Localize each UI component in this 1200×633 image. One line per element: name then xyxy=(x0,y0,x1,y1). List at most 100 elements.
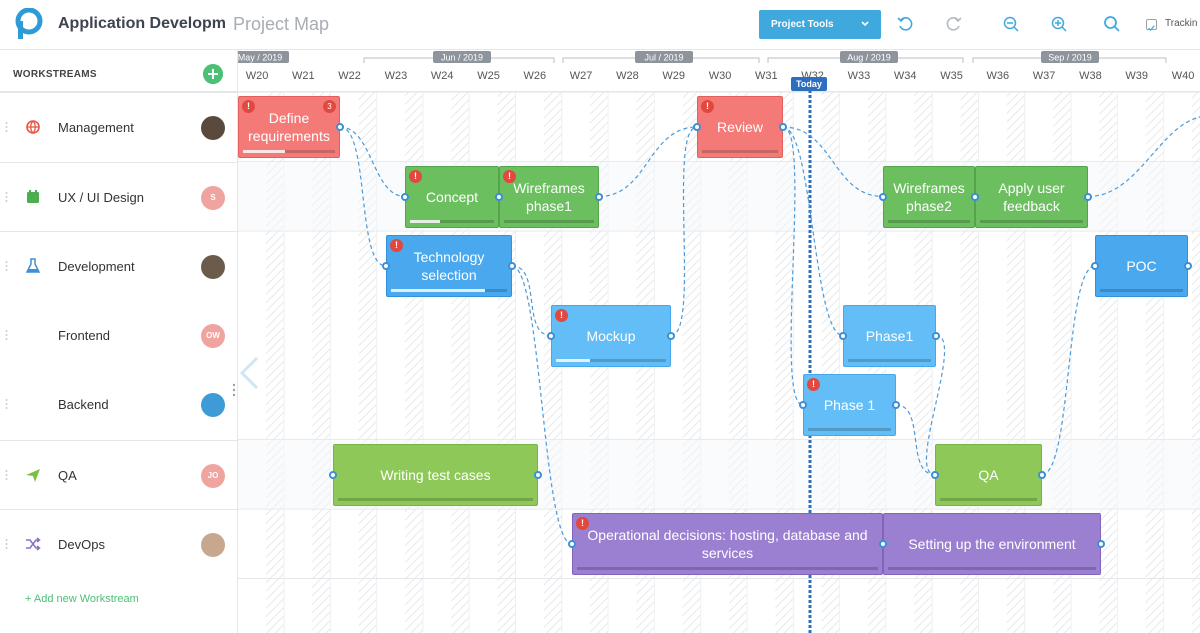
week-label: W37 xyxy=(1033,70,1056,82)
link-start-handle[interactable] xyxy=(839,331,847,340)
link-start-handle[interactable] xyxy=(495,192,503,201)
task-opdec[interactable]: Operational decisions: hosting, database… xyxy=(572,513,883,575)
link-start-handle[interactable] xyxy=(382,262,390,270)
link-end-handle[interactable] xyxy=(336,123,344,131)
project-title[interactable]: Application Developme... xyxy=(58,15,226,32)
task-feedback[interactable]: Apply user feedback xyxy=(975,165,1088,228)
avatar[interactable]: S xyxy=(201,185,225,210)
link-end-handle[interactable] xyxy=(779,123,787,131)
dependency-link xyxy=(782,126,844,337)
warning-icon[interactable]: ! xyxy=(555,308,568,322)
task-mockup[interactable]: Mockup! xyxy=(551,304,671,367)
task-wire1[interactable]: Wireframes phase1! xyxy=(499,165,599,228)
workstream-row-backend[interactable]: Backend xyxy=(0,370,238,440)
progress-track xyxy=(848,358,931,362)
warning-icon[interactable]: ! xyxy=(701,100,714,113)
link-start-handle[interactable] xyxy=(401,192,409,201)
link-start-handle[interactable] xyxy=(568,540,576,548)
drag-handle-icon[interactable] xyxy=(5,398,8,410)
project-tools-button[interactable]: Project Tools xyxy=(759,10,881,39)
add-workstream-icon[interactable] xyxy=(203,64,223,84)
workstream-row-management[interactable]: Management xyxy=(0,92,238,162)
link-start-handle[interactable] xyxy=(329,470,337,479)
drag-handle-icon[interactable] xyxy=(5,329,8,341)
link-start-handle[interactable] xyxy=(1091,262,1099,270)
app-logo-icon[interactable] xyxy=(14,8,44,40)
resize-handle-icon[interactable] xyxy=(232,383,236,397)
warning-icon[interactable]: ! xyxy=(409,169,422,183)
task-label: Phase 1 xyxy=(823,397,876,413)
warning-icon[interactable]: ! xyxy=(242,100,255,113)
task-phase1be[interactable]: Phase 1! xyxy=(803,374,896,436)
task-phase1fe[interactable]: Phase1 xyxy=(843,304,936,367)
collapse-sidebar-icon[interactable] xyxy=(238,356,260,390)
avatar[interactable] xyxy=(201,393,225,417)
warning-icon[interactable]: ! xyxy=(807,378,820,391)
comment-count-badge[interactable]: 3 xyxy=(323,100,336,113)
progress-track xyxy=(888,219,970,223)
task-label: Wireframes phase1 xyxy=(513,179,585,214)
link-start-handle[interactable] xyxy=(879,540,887,548)
task-label: Review xyxy=(717,119,763,135)
link-end-handle[interactable] xyxy=(1084,192,1092,201)
search-icon[interactable] xyxy=(1103,15,1121,33)
zoom-out-icon[interactable] xyxy=(1002,15,1020,33)
link-end-handle[interactable] xyxy=(1038,470,1046,479)
progress-track xyxy=(702,150,778,153)
link-end-handle[interactable] xyxy=(892,401,900,409)
avatar[interactable] xyxy=(201,116,225,140)
link-start-handle[interactable] xyxy=(799,401,807,409)
link-start-handle[interactable] xyxy=(693,123,701,131)
task-testcases[interactable]: Writing test cases xyxy=(333,443,538,506)
link-start-handle[interactable] xyxy=(547,331,555,340)
workstream-row-ux-ui-design[interactable]: UX / UI Design S xyxy=(0,161,238,232)
tracking-label[interactable]: Trackin xyxy=(1165,18,1198,29)
drag-handle-icon[interactable] xyxy=(5,538,8,550)
undo-icon[interactable] xyxy=(896,15,914,33)
link-end-handle[interactable] xyxy=(595,192,603,201)
link-end-handle[interactable] xyxy=(508,262,516,270)
month-label: Aug / 2019 xyxy=(847,53,891,63)
workstream-row-development[interactable]: Development xyxy=(0,231,238,301)
avatar[interactable]: JO xyxy=(201,463,225,488)
task-concept[interactable]: Concept! xyxy=(405,165,499,228)
zoom-in-icon[interactable] xyxy=(1050,15,1068,33)
dependency-link xyxy=(670,126,698,337)
link-end-handle[interactable] xyxy=(932,331,940,340)
warning-icon[interactable]: ! xyxy=(576,517,589,530)
task-qa[interactable]: QA xyxy=(935,443,1042,506)
flask-icon xyxy=(25,258,41,273)
drag-handle-icon[interactable] xyxy=(5,191,8,203)
link-start-handle[interactable] xyxy=(931,470,939,479)
task-label: Define requirements xyxy=(248,110,330,144)
drag-handle-icon[interactable] xyxy=(5,121,8,133)
progress-track xyxy=(888,567,1096,570)
task-define[interactable]: Define requirements! 3 xyxy=(238,96,340,158)
link-end-handle[interactable] xyxy=(534,470,542,479)
task-envsetup[interactable]: Setting up the environment xyxy=(883,513,1101,575)
workstream-label: UX / UI Design xyxy=(58,189,144,205)
link-start-handle[interactable] xyxy=(879,192,887,201)
drag-handle-icon[interactable] xyxy=(5,260,8,272)
task-wire2[interactable]: Wireframes phase2 xyxy=(883,165,975,228)
link-end-handle[interactable] xyxy=(1184,262,1192,270)
redo-icon[interactable] xyxy=(945,15,963,33)
link-end-handle[interactable] xyxy=(1097,540,1105,548)
warning-icon[interactable]: ! xyxy=(503,169,516,183)
task-review[interactable]: Review! xyxy=(697,96,783,158)
tracking-checkbox[interactable] xyxy=(1146,19,1157,32)
workstream-row-devops[interactable]: DevOps xyxy=(0,509,238,579)
add-workstream-link[interactable]: + Add new Workstream xyxy=(25,593,139,605)
task-techsel[interactable]: Technology selection! xyxy=(386,235,512,297)
drag-handle-icon[interactable] xyxy=(5,469,8,481)
link-end-handle[interactable] xyxy=(667,331,675,340)
avatar[interactable]: OW xyxy=(201,323,225,348)
avatar[interactable] xyxy=(201,255,225,279)
task-poc[interactable]: POC xyxy=(1095,235,1188,297)
link-start-handle[interactable] xyxy=(971,192,979,201)
avatar[interactable] xyxy=(201,533,225,557)
warning-icon[interactable]: ! xyxy=(390,239,403,252)
